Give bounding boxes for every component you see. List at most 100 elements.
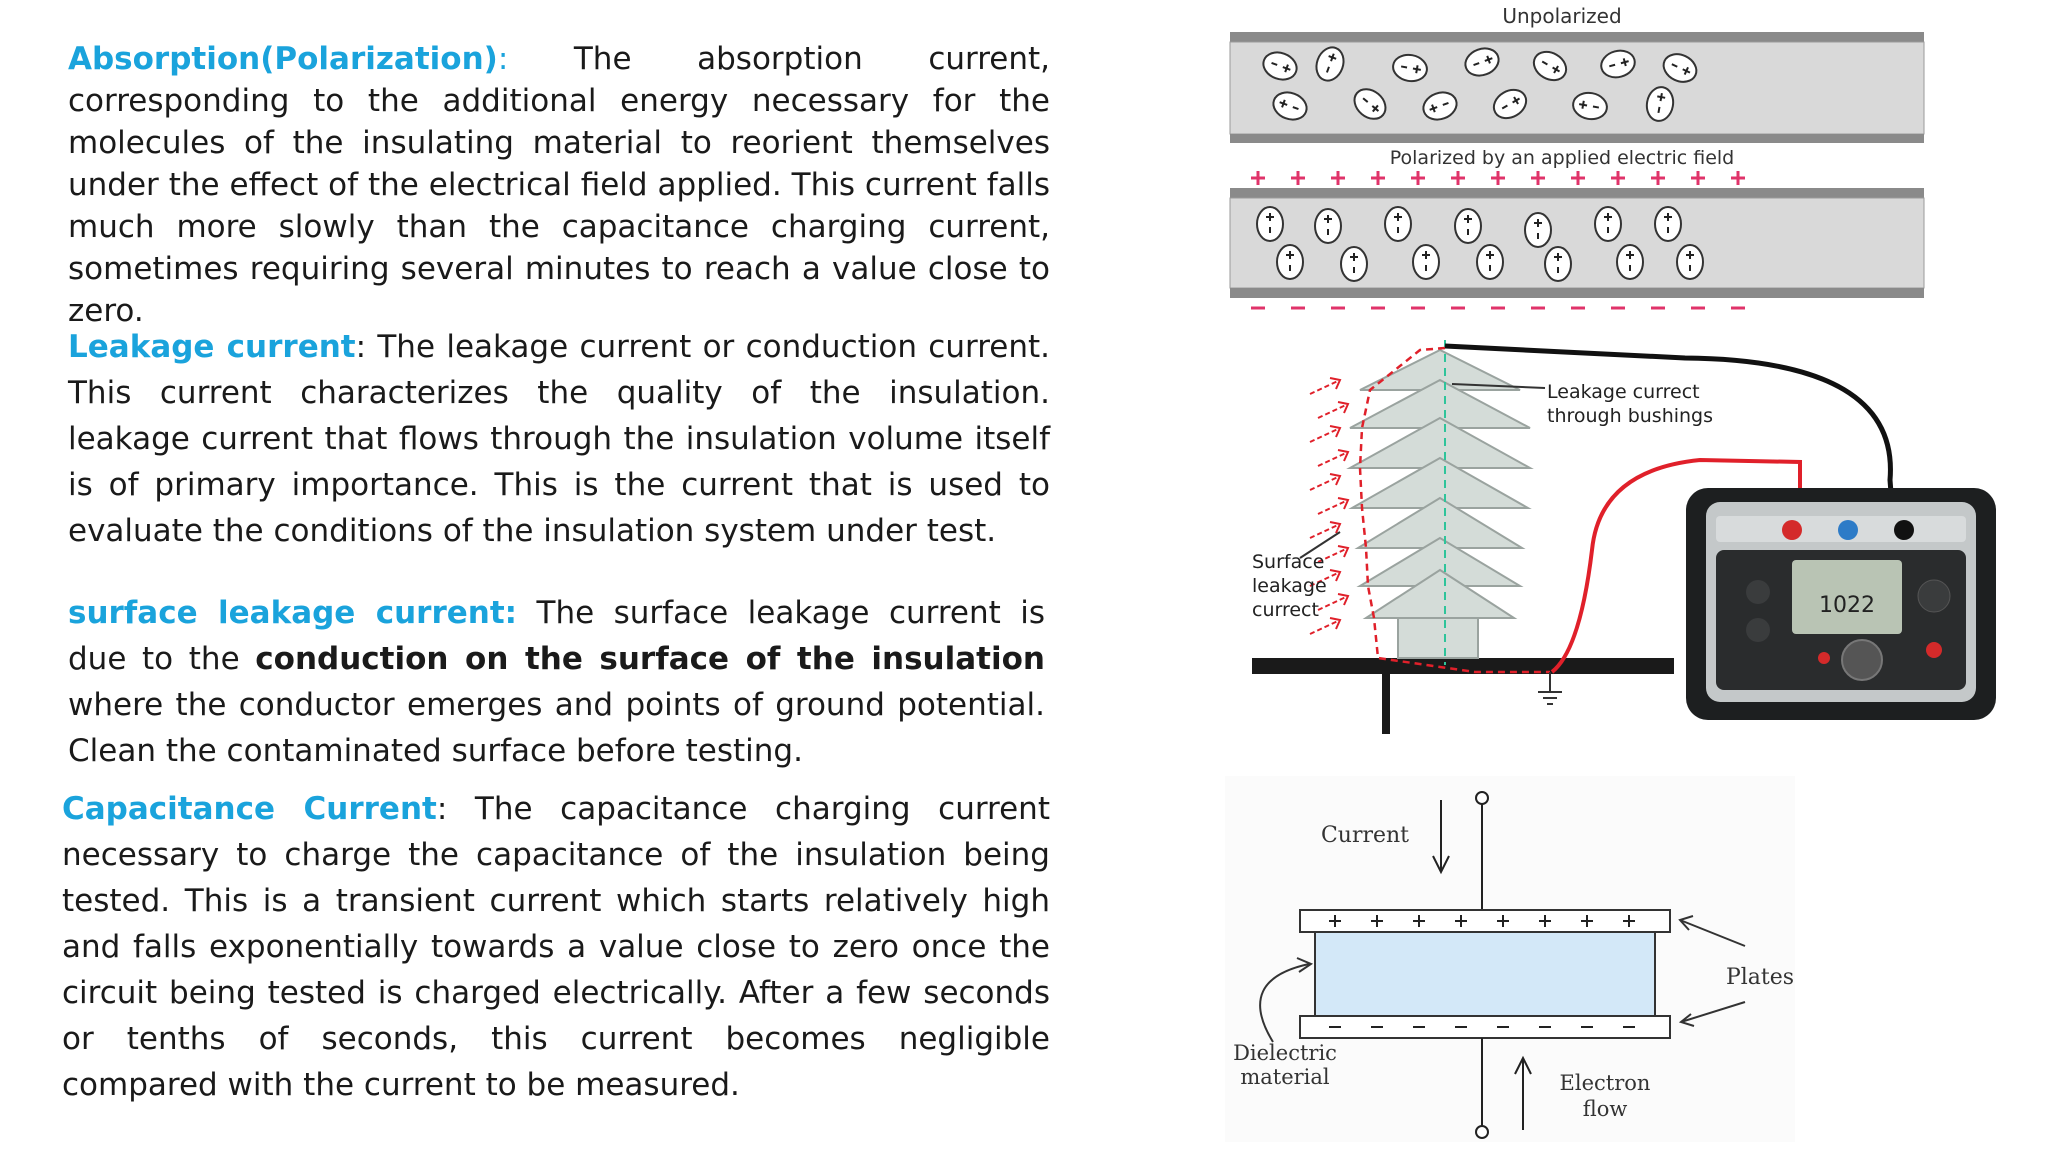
plate-plus-signs: [1329, 915, 1635, 927]
capacitance-paragraph: Capacitance Current: The capacitance cha…: [62, 786, 1050, 1108]
dipole-molecule-icon: [1594, 206, 1622, 242]
dipole-molecule-icon: [1616, 244, 1644, 280]
dipole-molecule-icon: [1353, 88, 1387, 120]
rotary-dial: [1841, 639, 1883, 681]
dipole-molecule-icon: [1464, 47, 1500, 77]
polarized-label: Polarized by an applied electric field: [1390, 147, 1735, 169]
dielectric-material: [1314, 931, 1656, 1017]
red-test-lead: [1550, 457, 1802, 674]
absorption-paragraph: Absorption(Polarization): The absorption…: [68, 38, 1050, 332]
plus-sign-icon: [1623, 915, 1635, 927]
dielectric-label-line2: material: [1240, 1065, 1330, 1089]
surface-leakage-bold: conduction on the surface of the insulat…: [255, 641, 1045, 677]
plus-charge-icon: [1651, 171, 1665, 185]
red-terminal: [1782, 520, 1802, 540]
capacitance-body: The capacitance charging current necessa…: [62, 791, 1050, 1103]
bottom-terminal: [1475, 1125, 1489, 1139]
surface-label-line1: Surface: [1252, 551, 1324, 573]
dipole-molecule-icon: [1412, 244, 1440, 280]
dipole-molecule-icon: [1572, 91, 1608, 121]
black-test-lead: [1444, 343, 1895, 507]
plus-sign-icon: [1581, 915, 1593, 927]
dipole-molecule-icon: [1676, 244, 1704, 280]
electron-flow-label-line1: Electron: [1560, 1071, 1651, 1095]
leakage-body: The leakage current or conduction curren…: [68, 329, 1050, 549]
surface-current-arrow-icon: [1317, 449, 1350, 467]
plus-charge-icon: [1291, 171, 1305, 185]
surface-current-arrow-icon: [1309, 617, 1342, 635]
unpolarized-label: Unpolarized: [1502, 4, 1621, 28]
dipole-molecule-icon: [1492, 88, 1528, 120]
bushing-label-leader: [1451, 383, 1546, 389]
dipole-molecule-icon: [1422, 91, 1458, 121]
dipole-molecule-icon: [1532, 50, 1568, 82]
surface-leakage-heading: surface leakage current:: [68, 595, 518, 631]
top-terminal: [1475, 791, 1489, 805]
surface-label-line2: leakage: [1252, 575, 1327, 597]
dipole-molecule-icon: [1476, 244, 1504, 280]
surface-current-arrow-icon: [1309, 425, 1342, 443]
polarization-figure: Unpolarized Polarized by an applied elec…: [1229, 4, 1925, 310]
surface-current-arrow-icon: [1317, 497, 1350, 515]
dipole-molecule-icon: [1314, 208, 1342, 244]
top-plate-upper: [1230, 32, 1924, 42]
support-post: [1382, 674, 1390, 734]
surface-label-leader: [1299, 531, 1341, 559]
surface-label-line3: currect: [1252, 599, 1319, 621]
ground-symbol: [1538, 672, 1562, 705]
surface-leakage-body-start: The surface leakage current is due to th…: [68, 595, 1045, 677]
lcd-reading: 1022: [1819, 593, 1875, 618]
dipole-molecule-icon: [1600, 49, 1636, 79]
dipole-molecule-icon: [1645, 86, 1675, 122]
surface-leakage-body-end: where the conductor emerges and points o…: [68, 687, 1045, 769]
capacitance-heading: Capacitance Current: [62, 791, 437, 827]
bushing-insulator: [1346, 348, 1534, 659]
dipole-molecule-icon: [1384, 206, 1412, 242]
plus-sign-icon: [1539, 915, 1551, 927]
current-label: Current: [1321, 823, 1409, 848]
dipole-molecule-icon: [1256, 206, 1284, 242]
dipole-molecule-icon: [1662, 53, 1698, 83]
plus-charge-icon: [1531, 171, 1545, 185]
plus-charge-icon: [1571, 171, 1585, 185]
bottom-plate-upper: [1230, 188, 1924, 198]
plus-charge-icon: [1731, 171, 1745, 185]
surface-current-arrow-icon: [1309, 569, 1342, 587]
absorption-heading: Absorption(Polarization): [68, 41, 498, 77]
leakage-colon: :: [355, 329, 367, 365]
plus-sign-icon: [1329, 915, 1341, 927]
surface-leakage-paragraph: surface leakage current: The surface lea…: [68, 590, 1045, 774]
plus-charge-icon: [1331, 171, 1345, 185]
ground-plane: [1252, 658, 1674, 674]
dipole-molecule-icon: [1340, 246, 1368, 282]
plus-charge-icon: [1251, 171, 1265, 185]
leakage-paragraph: Leakage current: The leakage current or …: [68, 324, 1050, 554]
capacitance-colon: :: [436, 791, 448, 827]
insulation-tester: 1022: [1686, 488, 1996, 720]
dipole-molecule-icon: [1272, 91, 1308, 121]
bushing-label-line2: through bushings: [1547, 405, 1713, 427]
surface-current-arrow-icon: [1317, 593, 1350, 611]
dipole-molecule-icon: [1392, 53, 1428, 83]
absorption-colon: :: [497, 41, 509, 77]
plus-charge-icon: [1451, 171, 1465, 185]
positive-plate: [1299, 909, 1671, 933]
blue-terminal: [1838, 520, 1858, 540]
dielectric-leader: [1259, 963, 1310, 1043]
top-plate-lower: [1230, 134, 1924, 143]
dipole-molecule-icon: [1654, 206, 1682, 242]
plus-charge-icon: [1611, 171, 1625, 185]
dipole-molecule-icon: [1262, 51, 1298, 81]
bushing-figure: Leakage currect through bushings Surface…: [1252, 340, 1996, 734]
dipole-molecule-icon: [1544, 246, 1572, 282]
surface-leakage-path: [1358, 346, 1550, 674]
negative-plate: [1299, 1015, 1671, 1039]
plus-sign-icon: [1497, 915, 1509, 927]
leakage-heading: Leakage current: [68, 329, 356, 365]
surface-current-arrow-icon: [1309, 521, 1342, 539]
black-terminal: [1894, 520, 1914, 540]
surface-current-arrow-icon: [1309, 377, 1342, 395]
dipole-molecule-icon: [1276, 244, 1304, 280]
capacitor-figure: Current Plates Dielectric material Elect…: [1225, 776, 1795, 1142]
dipole-molecule-icon: [1524, 212, 1552, 248]
